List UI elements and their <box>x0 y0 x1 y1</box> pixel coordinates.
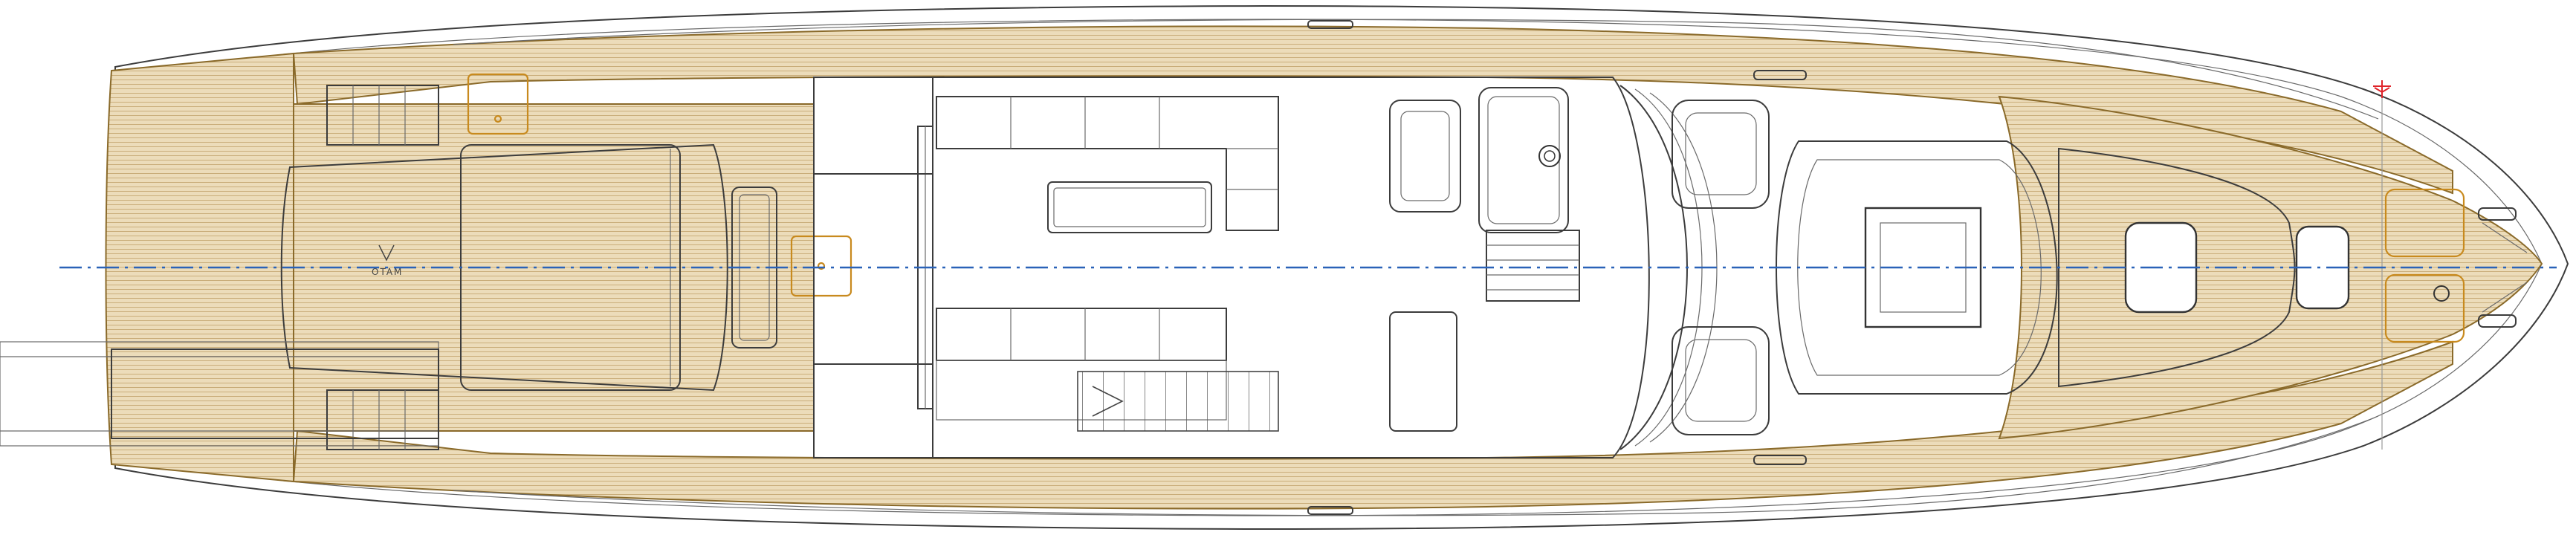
helm-bench <box>1389 311 1457 432</box>
aft-steps-starboard <box>326 389 439 450</box>
anchor-windlass <box>2433 285 2450 302</box>
reference-marker <box>2373 80 2391 98</box>
saloon-floor <box>813 77 1650 458</box>
companionway-stairs <box>1077 371 1279 432</box>
side-deck-port <box>292 25 2453 195</box>
galley-counter-starboard <box>813 363 933 458</box>
anchor-locker-hatch-port <box>2384 188 2465 258</box>
bow-cleat-port <box>2478 207 2517 221</box>
bow-lounge <box>1776 140 2058 395</box>
galley-counter-port <box>813 77 933 175</box>
helm-station <box>1389 87 1569 233</box>
bow-cleat-starboard <box>2478 314 2517 328</box>
midship-cleat-starboard <box>1753 455 1807 465</box>
steering-wheel <box>1538 145 1561 167</box>
saloon-sofa-starboard <box>936 308 1227 361</box>
hull-outline <box>114 4 2569 531</box>
deck-hatch-aft-center <box>790 235 852 297</box>
helm-step <box>1486 230 1580 302</box>
tender-garage-hatch <box>280 143 728 392</box>
brand-logo: OTAM <box>372 244 403 277</box>
midship-cleat-port <box>1753 70 1807 80</box>
anchor-locker-hatch-starboard <box>2384 273 2465 343</box>
saloon-sofa-port <box>936 96 1279 231</box>
saloon-coffee-table <box>1047 181 1212 233</box>
aft-cleat-starboard <box>1307 506 1353 515</box>
aft-cleat-port <box>1307 20 1353 29</box>
rail-starboard <box>453 415 2379 516</box>
deck-hatch-aft-port <box>467 73 529 135</box>
logo-text: OTAM <box>372 267 403 277</box>
bow-seat-starboard <box>1672 326 1770 435</box>
bow-seat-port <box>1672 100 1770 209</box>
aft-steps-port <box>326 85 439 146</box>
side-deck-starboard <box>292 340 2453 510</box>
rail-port <box>453 19 2379 120</box>
gangway <box>0 341 439 447</box>
foredeck-sunpad <box>2058 147 2296 388</box>
